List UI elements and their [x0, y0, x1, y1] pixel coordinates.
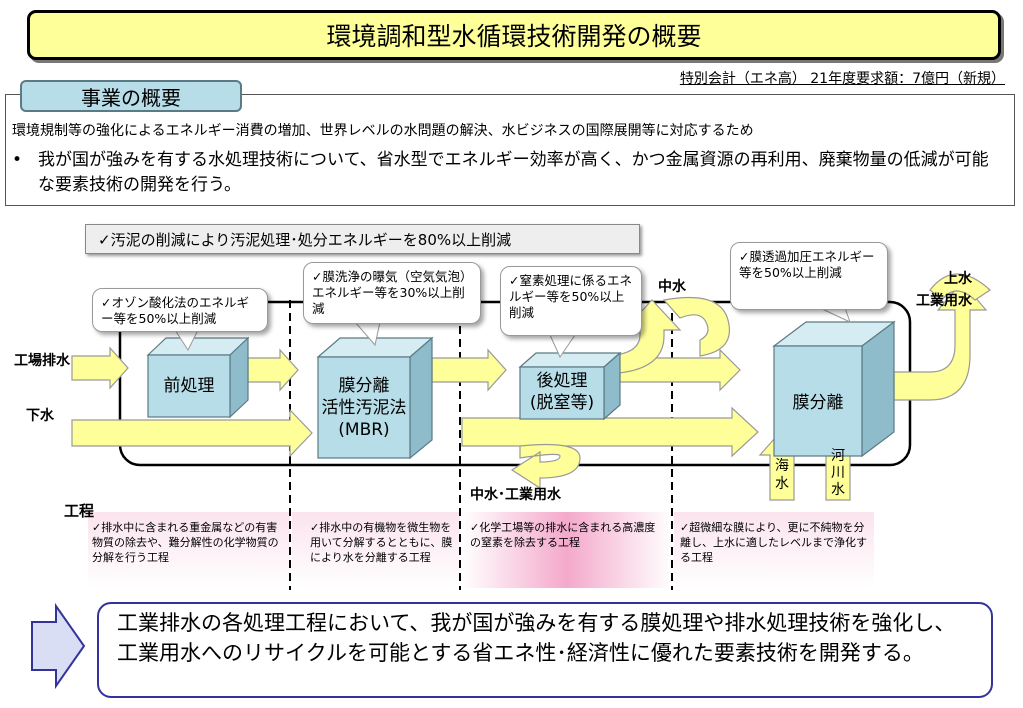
post-label: 後処理 (脱窒等) [520, 370, 604, 414]
output-arrow [893, 281, 988, 401]
membrane-box-face [773, 345, 863, 457]
step-1-text: ✓排水中に含まれる重金属などの有害物質の除去や、難分解性の化学物質の分解を行う工… [92, 521, 279, 564]
step-band-3 [462, 512, 672, 588]
process-boxes [146, 320, 896, 460]
conclusion-box: 工業排水の各処理工程において、我が国が強みを有する膜処理や排水処理技術を強化し、… [97, 602, 993, 698]
step-2-text: ✓排水中の有機物を微生物を用いて分解するとともに、膜により水を分離する工程 [310, 521, 453, 564]
mbr-to-post-arrow [431, 348, 507, 392]
overview-bullet-text: 我が国が強みを有する水処理技術について、省水型でエネルギー効率が高く、かつ金属資… [38, 150, 989, 195]
step-4-text: ✓超微細な膜により、更に不純物を分離し、上水に適したレベルまで浄化する工程 [680, 521, 867, 564]
step-band-2 [292, 512, 460, 588]
mbr-label-line1: 膜分離 [338, 376, 390, 396]
step-band-1 [88, 512, 290, 588]
membrane-label: 膜分離 [792, 393, 844, 413]
post-label-line1: 後処理 [536, 371, 588, 391]
mbr-box-face [317, 356, 411, 459]
aeration-callout: ✓膜洗浄の曝気（空気気泡）エネルギー等を30%以上削減 [303, 262, 481, 324]
bullet-mark: • [12, 150, 23, 170]
middle-water-curl [662, 296, 730, 357]
mbr-label-line2: 活性汚泥法 [321, 398, 407, 418]
nitrogen-callout: ✓窒素処理に係るエネルギー等を50%以上削減 [500, 266, 642, 336]
callout-tails [174, 307, 851, 359]
pretreatment-box-face [147, 354, 231, 418]
middle-water-label: 中水 [658, 279, 686, 295]
sewage-label: 下水 [26, 408, 54, 424]
factory-wastewater-label: 工場排水 [14, 353, 70, 369]
industrial-water-label: 工業用水 [916, 293, 972, 309]
mbr-to-membrane-arrow [461, 406, 759, 458]
pre-to-mbr-arrow [247, 348, 299, 392]
tap-water-label: 上水 [944, 271, 972, 287]
ro-callout: ✓膜透過加圧エネルギー等を50%以上削減 [730, 242, 888, 310]
overview-panel [5, 94, 1015, 206]
budget-note: 特別会計（エネ高） 21年度要求額：7億円（新規） [679, 71, 1005, 87]
sewage-input-arrow [71, 408, 313, 458]
middle-industrial-arrow [510, 443, 581, 490]
ozone-callout: ✓オゾン酸化法のエネルギー等を50%以上削減 [92, 288, 268, 332]
step-3-text: ✓化学工場等の排水に含まれる高濃度の窒素を除去する工程 [470, 521, 656, 549]
factory-input-arrow [71, 346, 129, 390]
sea-water-label: 海水 [775, 458, 789, 492]
page-title: 環境調和型水循環技術開発の概要 [27, 10, 1001, 60]
step-band-4 [674, 512, 874, 588]
post-box-face [519, 366, 605, 420]
overview-bullet: • 我が国が強みを有する水処理技術について、省水型でエネルギー効率が高く、かつ金… [12, 148, 1002, 198]
output-curl [929, 273, 991, 301]
river-water-label: 河川水 [831, 448, 845, 498]
process-label: 工程 [64, 502, 95, 520]
mbr-label-line3: (MBR) [338, 420, 390, 440]
sludge-callout: ✓汚泥の削減により汚泥処理･処分エネルギーを80%以上削減 [85, 224, 640, 254]
overview-heading: 事業の概要 [20, 80, 242, 112]
overview-intro: 環境規制等の強化によるエネルギー消費の増加、世界レベルの水問題の解決、水ビジネス… [12, 123, 754, 139]
pretreatment-label: 前処理 [163, 376, 215, 396]
conclusion-arrow-icon [31, 602, 86, 690]
middle-industrial-label: 中水･工業用水 [470, 487, 561, 503]
mbr-label: 膜分離 活性汚泥法 (MBR) [318, 375, 410, 441]
post-label-line2: (脱窒等) [529, 393, 595, 413]
